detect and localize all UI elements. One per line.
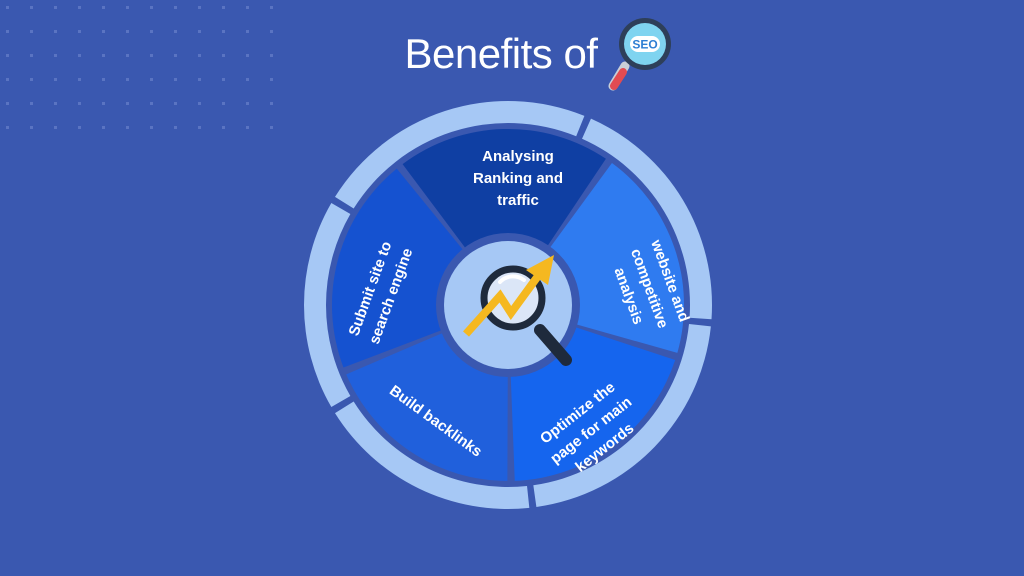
decor-dot [102,102,105,105]
decor-dot [174,30,177,33]
segment-optimize [510,325,676,481]
outer-ring-piece [334,401,530,509]
decor-dot [102,78,105,81]
decor-dot [54,102,57,105]
decor-dot [102,54,105,57]
decor-dot [270,54,273,57]
decor-dot [270,126,273,129]
decor-dot [198,54,201,57]
outer-ring-piece [303,203,351,407]
title-row: Benefits of SEO [0,14,1024,94]
decor-dot [6,30,9,33]
decor-dot [78,30,81,33]
decor-dot [270,78,273,81]
segment-submit [332,168,467,368]
decor-dot [78,6,81,9]
decor-dot [126,54,129,57]
decor-dot [198,126,201,129]
seo-magnifier-icon: SEO [608,18,672,91]
decor-dot [246,126,249,129]
decorative-dot-grid [6,6,273,129]
segment-backlinks [346,331,508,481]
decor-dot [54,54,57,57]
decor-dot [246,102,249,105]
segment-analysing [402,128,606,253]
decor-dot [246,78,249,81]
decor-dot [102,30,105,33]
decor-dot [174,78,177,81]
decor-dot [150,54,153,57]
decor-dot [6,54,9,57]
decor-dot [222,78,225,81]
decor-dot [30,54,33,57]
decor-dot [198,102,201,105]
decor-dot [150,126,153,129]
decor-dot [126,126,129,129]
segments [332,128,684,481]
decor-dot [174,54,177,57]
decor-dot [126,102,129,105]
decor-dot [222,126,225,129]
decor-dot [54,30,57,33]
decor-dot [102,6,105,9]
decor-dot [222,6,225,9]
decor-dot [198,78,201,81]
segment-label-line: Ranking and [473,170,563,187]
decor-dot [126,78,129,81]
decor-dot [222,54,225,57]
decor-dot [78,126,81,129]
decor-dot [30,30,33,33]
decor-dot [174,126,177,129]
decor-dot [102,126,105,129]
outer-ring [303,101,712,509]
outer-ring-piece [533,324,711,508]
seo-badge-text: SEO [633,38,658,52]
decor-dot [198,6,201,9]
decor-dot [6,102,9,105]
decor-dot [78,78,81,81]
segment-website [546,162,684,353]
hub [436,233,580,377]
outer-ring-piece [334,101,585,209]
decor-dot [270,30,273,33]
decor-dot [54,6,57,9]
decor-dot [78,54,81,57]
decor-dot [126,6,129,9]
decor-dot [222,102,225,105]
decor-dot [6,126,9,129]
decor-dot [150,102,153,105]
decor-dot [30,6,33,9]
decor-dot [174,6,177,9]
decor-dot [54,126,57,129]
decor-dot [30,126,33,129]
segment-label-line: Analysing [482,148,554,165]
decor-dot [6,78,9,81]
decor-dot [150,78,153,81]
magnifier-growth-arrow-icon [463,255,572,366]
decor-dot [246,54,249,57]
outer-ring-piece [582,118,712,320]
page-title: Benefits of [404,30,598,77]
segment-label-line: traffic [497,192,539,209]
decor-dot [150,30,153,33]
decor-dot [78,102,81,105]
decor-dot [222,30,225,33]
decor-dot [174,102,177,105]
decor-dot [270,6,273,9]
decor-dot [150,6,153,9]
decor-dot [198,30,201,33]
decor-dot [246,30,249,33]
decor-dot [30,102,33,105]
decor-dot [6,6,9,9]
decor-dot [246,6,249,9]
decor-dot [126,30,129,33]
decor-dot [270,102,273,105]
decor-dot [30,78,33,81]
decor-dot [54,78,57,81]
